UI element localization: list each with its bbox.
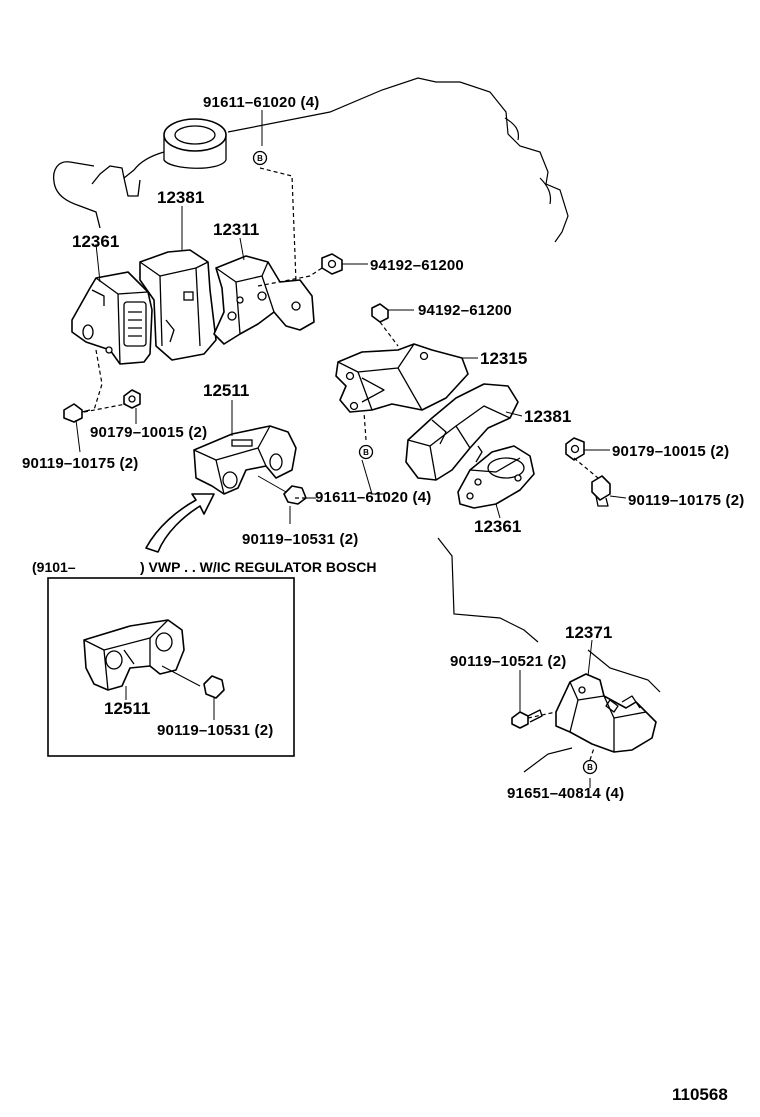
bolt-90119-10521 bbox=[511, 709, 543, 729]
label-bracket-12311: 12311 bbox=[213, 220, 259, 239]
label-inset-bracket-12511: 12511 bbox=[104, 699, 150, 718]
b-marker-top: B bbox=[252, 150, 268, 166]
label-inset-bolt-90119-10531: 90119–10531 (2) bbox=[157, 722, 273, 739]
bracket-12311 bbox=[213, 255, 315, 345]
label-bolt-91611-mid: 91611–61020 (4) bbox=[315, 489, 431, 506]
nut-90179-right bbox=[565, 437, 585, 461]
label-bracket-12315: 12315 bbox=[480, 349, 527, 368]
bolt-90119-10175-right bbox=[591, 475, 611, 507]
label-nut-94192-lower: 94192–61200 bbox=[418, 302, 512, 319]
label-bolt-91651: 91651–40814 (4) bbox=[507, 785, 624, 802]
label-bolt-90119-10531: 90119–10531 (2) bbox=[242, 531, 358, 548]
label-bolt-90119-10175-right: 90119–10175 (2) bbox=[628, 492, 744, 509]
b-marker-bottom: B bbox=[582, 759, 598, 775]
bolt-90119-10175-left bbox=[63, 403, 91, 423]
nut-94192-upper bbox=[321, 253, 343, 275]
figure-number: 110568 bbox=[672, 1085, 728, 1104]
bracket-12381-right bbox=[405, 383, 519, 481]
label-nut-90179-right: 90179–10015 (2) bbox=[612, 443, 729, 460]
nut-94192-lower bbox=[371, 303, 389, 323]
label-nut-90179-left: 90179–10015 (2) bbox=[90, 424, 207, 441]
label-bracket-12371: 12371 bbox=[565, 623, 612, 642]
label-bracket-12511: 12511 bbox=[203, 381, 249, 400]
b-marker-mid: B bbox=[358, 444, 374, 460]
inset-bolt-90119-10531 bbox=[125, 665, 225, 720]
engine-block-outline bbox=[227, 77, 569, 243]
inset-bracket-12511 bbox=[83, 619, 185, 691]
transmission-outline bbox=[437, 537, 661, 773]
bolt-90119-10531 bbox=[257, 475, 307, 505]
engine-mount-12361-right bbox=[457, 445, 535, 509]
dashed-guides bbox=[83, 167, 599, 761]
label-bracket-12381-right: 12381 bbox=[524, 407, 571, 426]
b-marker-mid-text: B bbox=[363, 448, 369, 457]
b-marker-top-text: B bbox=[257, 154, 263, 163]
leader-lines bbox=[75, 110, 627, 788]
label-bolt-90119-10175-left: 90119–10175 (2) bbox=[22, 455, 138, 472]
label-bolt-90119-10521: 90119–10521 (2) bbox=[450, 653, 566, 670]
bracket-12381-upper bbox=[139, 249, 217, 361]
filler-neck bbox=[52, 118, 227, 229]
label-nut-94192-upper: 94192–61200 bbox=[370, 257, 464, 274]
label-bolt-top: 91611–61020 (4) bbox=[203, 94, 319, 111]
inset-note-suffix: ) VWP . . W/IC REGULATOR BOSCH bbox=[140, 559, 376, 575]
bracket-12371 bbox=[555, 673, 657, 753]
b-marker-bottom-text: B bbox=[587, 763, 593, 772]
engine-mount-12361-left bbox=[71, 271, 153, 365]
inset-box bbox=[47, 577, 295, 757]
label-mount-12361-left: 12361 bbox=[72, 232, 119, 251]
inset-arrow bbox=[145, 493, 215, 553]
nut-90179-left bbox=[123, 389, 141, 409]
bracket-12511 bbox=[193, 425, 297, 495]
label-bracket-12381-top: 12381 bbox=[157, 188, 204, 207]
label-mount-12361-right: 12361 bbox=[474, 517, 521, 536]
inset-note-prefix: (9101– bbox=[32, 559, 76, 575]
part-labels: 91611–61020 (4) 12381 12311 12361 94192–… bbox=[22, 94, 744, 1104]
bracket-12315 bbox=[335, 343, 469, 413]
